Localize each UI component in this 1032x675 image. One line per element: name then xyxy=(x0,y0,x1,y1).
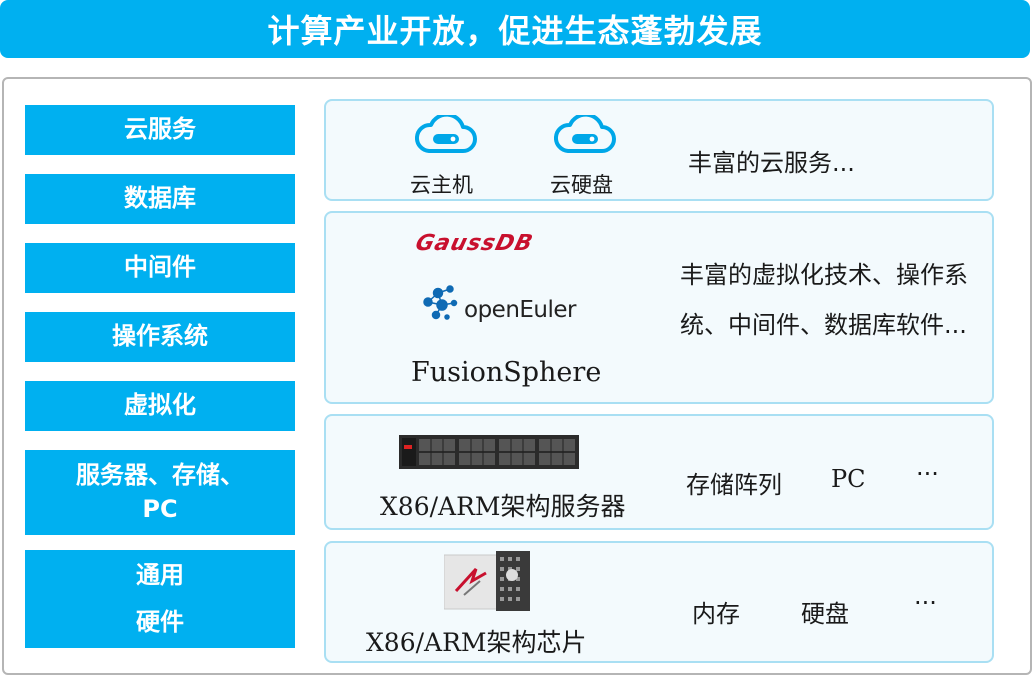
hardware-more-label: ··· xyxy=(914,589,937,617)
cloud-server-icon xyxy=(415,112,477,159)
cloud-server-label: 云主机 xyxy=(410,173,473,197)
fusionsphere-label: FusionSphere xyxy=(411,357,602,388)
hard-disk-label: 硬盘 xyxy=(801,600,849,628)
pc-label: PC xyxy=(831,465,866,493)
server-panel: X86/ARM架构服务器 存储阵列 PC ··· xyxy=(324,414,994,530)
server-rack-image xyxy=(399,435,579,473)
layer-virtualization: 虚拟化 xyxy=(25,381,295,431)
page-title: 计算产业开放，促进生态蓬勃发展 xyxy=(0,0,1030,58)
layer-middleware: 中间件 xyxy=(25,243,295,293)
chip-image xyxy=(443,551,534,615)
server-more-label: ··· xyxy=(916,460,939,488)
cloud-disk-icon xyxy=(554,112,616,159)
layer-os: 操作系统 xyxy=(25,312,295,362)
openeuler-logo: openEuler xyxy=(464,297,577,323)
software-panel: GaussDB openEuler FusionSphere 丰富的虚拟化技术、… xyxy=(324,211,994,404)
cloud-panel: 云主机 云硬盘 丰富的云服务... xyxy=(324,99,994,201)
memory-label: 内存 xyxy=(692,600,740,628)
gaussdb-logo: GaussDB xyxy=(412,231,536,256)
layer-database: 数据库 xyxy=(25,174,295,224)
hardware-panel: X86/ARM架构芯片 内存 硬盘 ··· xyxy=(324,541,994,663)
cloud-description: 丰富的云服务... xyxy=(688,149,855,177)
layer-general-hardware: 通用 硬件 xyxy=(25,550,295,648)
server-caption: X86/ARM架构服务器 xyxy=(380,492,626,521)
chip-caption: X86/ARM架构芯片 xyxy=(366,628,587,657)
storage-array-label: 存储阵列 xyxy=(686,471,782,499)
layer-server-storage-pc: 服务器、存储、 PC xyxy=(25,450,295,535)
openeuler-logo-mark xyxy=(420,281,460,327)
cloud-disk-label: 云硬盘 xyxy=(550,173,613,197)
software-description: 丰富的虚拟化技术、操作系统、中间件、数据库软件... xyxy=(680,261,968,339)
layer-cloud-service: 云服务 xyxy=(25,105,295,155)
